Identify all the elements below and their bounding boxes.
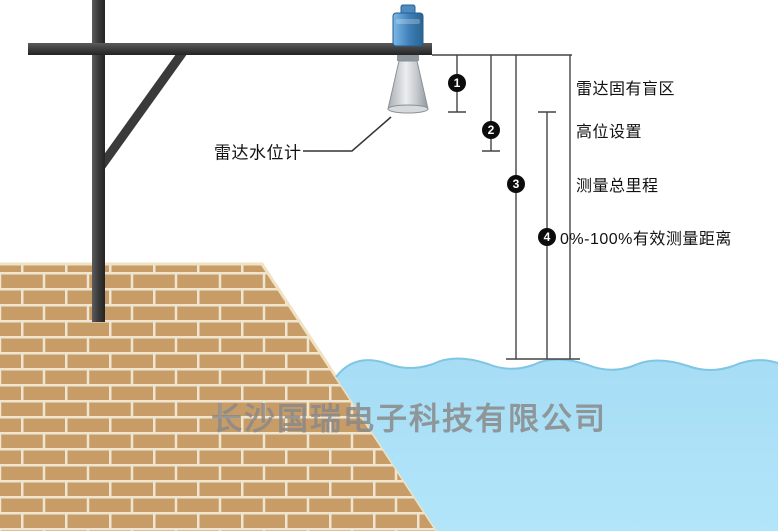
- sensor-head: [392, 12, 424, 47]
- dimension-lines: [432, 54, 580, 360]
- radar-sensor: [387, 4, 429, 114]
- device-label: 雷达水位计: [214, 143, 302, 163]
- label-total-range: 测量总里程: [576, 178, 659, 195]
- label-effective-range: 0%-100%有效测量距离: [560, 231, 732, 248]
- dim-badge-2: 2: [482, 121, 500, 139]
- sensor-neck: [397, 55, 419, 61]
- diagonal-brace: [93, 49, 187, 175]
- label-blind-zone: 雷达固有盲区: [576, 81, 676, 98]
- mounting-frame: [28, 0, 432, 322]
- sensor-highlight: [396, 19, 420, 24]
- watermark: 长沙国瑞电子科技有限公司: [211, 401, 607, 437]
- horizontal-arm: [28, 43, 432, 55]
- dim-badge-1: 1: [448, 74, 466, 92]
- vertical-pole: [92, 0, 105, 322]
- horn-antenna: [387, 60, 429, 110]
- water-body: [336, 358, 778, 531]
- horn-mouth: [387, 104, 429, 114]
- label-high-level: 高位设置: [576, 124, 643, 141]
- dim-badge-4: 4: [538, 228, 556, 246]
- device-leader-line: [303, 116, 392, 152]
- dim-badge-3: 3: [507, 175, 525, 193]
